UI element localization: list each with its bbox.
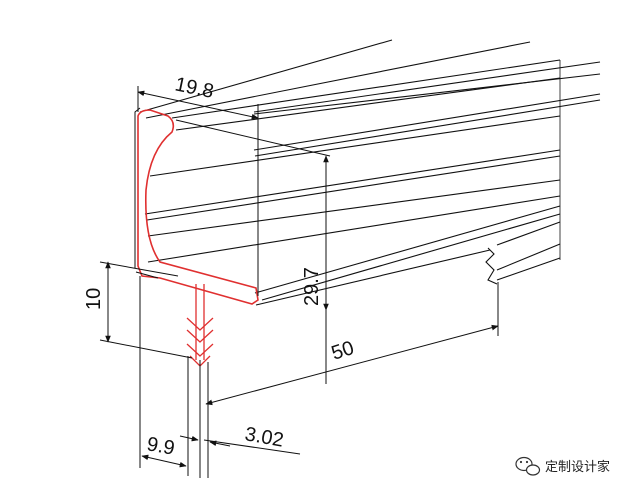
dim-label-width-top: 19.8 — [173, 73, 216, 103]
dim-line-width-top — [137, 90, 259, 120]
dim-label-bottom-width: 9.9 — [145, 433, 176, 459]
dim-line-bottom-width — [141, 454, 187, 468]
dim-label-thickness: 3.02 — [243, 423, 285, 451]
dim-label-depth: 50 — [329, 337, 357, 365]
watermark-text: 定制设计家 — [545, 459, 610, 475]
dim-line-depth — [205, 324, 499, 406]
watermark: 定制设计家 — [515, 456, 610, 476]
profile-body-lines — [139, 39, 601, 306]
dim-line-thickness — [179, 435, 199, 442]
profile-cross-section — [137, 109, 259, 305]
force-arrows — [186, 284, 214, 367]
dim-label-offset: 10 — [83, 288, 105, 310]
dim-label-height: 29.7 — [301, 267, 323, 306]
wechat-icon — [515, 456, 541, 476]
